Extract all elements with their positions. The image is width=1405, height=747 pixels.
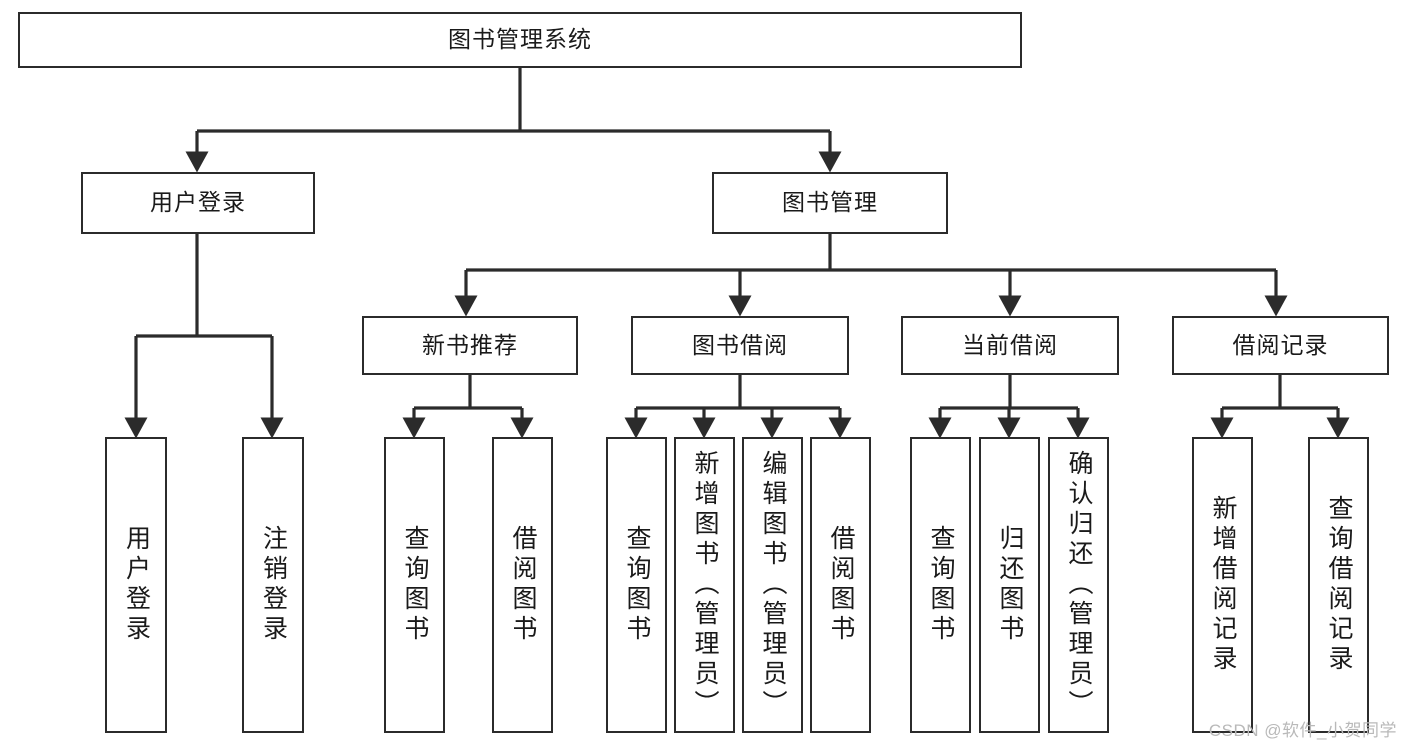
leaf-confirm-return-admin[interactable]: 确认归还（管理员） xyxy=(1048,437,1109,733)
leaf-query-book-current[interactable]: 查询图书 xyxy=(910,437,971,733)
node-label: 查询图书 xyxy=(401,525,429,645)
leaf-user-login[interactable]: 用户登录 xyxy=(105,437,167,733)
leaf-add-book-admin[interactable]: 新增图书（管理员） xyxy=(674,437,735,733)
node-root-system[interactable]: 图书管理系统 xyxy=(18,12,1022,68)
node-label: 借阅图书 xyxy=(827,525,855,645)
node-label: 当前借阅 xyxy=(962,331,1058,358)
node-label: 新书推荐 xyxy=(422,331,518,358)
node-label: 新增图书（管理员） xyxy=(691,450,719,720)
leaf-query-borrow-record[interactable]: 查询借阅记录 xyxy=(1308,437,1369,733)
node-label: 确认归还（管理员） xyxy=(1065,450,1093,720)
leaf-add-borrow-record[interactable]: 新增借阅记录 xyxy=(1192,437,1253,733)
leaf-borrow-book-recommend[interactable]: 借阅图书 xyxy=(492,437,553,733)
node-label: 注销登录 xyxy=(259,525,288,645)
node-label: 图书管理 xyxy=(782,189,878,216)
node-label: 用户登录 xyxy=(150,189,246,216)
node-new-book-recommend[interactable]: 新书推荐 xyxy=(362,316,578,375)
node-label: 图书借阅 xyxy=(692,331,788,358)
node-label: 借阅图书 xyxy=(509,525,537,645)
node-label: 查询借阅记录 xyxy=(1325,495,1353,675)
node-current-borrow[interactable]: 当前借阅 xyxy=(901,316,1119,375)
node-label: 查询图书 xyxy=(927,525,955,645)
node-book-management[interactable]: 图书管理 xyxy=(712,172,948,234)
node-label: 新增借阅记录 xyxy=(1209,495,1237,675)
node-label: 编辑图书（管理员） xyxy=(759,450,787,720)
leaf-return-book[interactable]: 归还图书 xyxy=(979,437,1040,733)
leaf-query-book-recommend[interactable]: 查询图书 xyxy=(384,437,445,733)
node-label: 查询图书 xyxy=(623,525,651,645)
node-label: 归还图书 xyxy=(996,525,1024,645)
leaf-borrow-book[interactable]: 借阅图书 xyxy=(810,437,871,733)
leaf-edit-book-admin[interactable]: 编辑图书（管理员） xyxy=(742,437,803,733)
leaf-logout[interactable]: 注销登录 xyxy=(242,437,304,733)
node-book-borrow[interactable]: 图书借阅 xyxy=(631,316,849,375)
leaf-query-book-borrow[interactable]: 查询图书 xyxy=(606,437,667,733)
node-label: 图书管理系统 xyxy=(448,26,592,53)
node-label: 借阅记录 xyxy=(1232,331,1329,358)
watermark-text: CSDN @软件_小贺同学 xyxy=(1208,721,1397,740)
node-borrow-records[interactable]: 借阅记录 xyxy=(1172,316,1389,375)
node-user-login[interactable]: 用户登录 xyxy=(81,172,315,234)
node-label: 用户登录 xyxy=(122,525,151,645)
